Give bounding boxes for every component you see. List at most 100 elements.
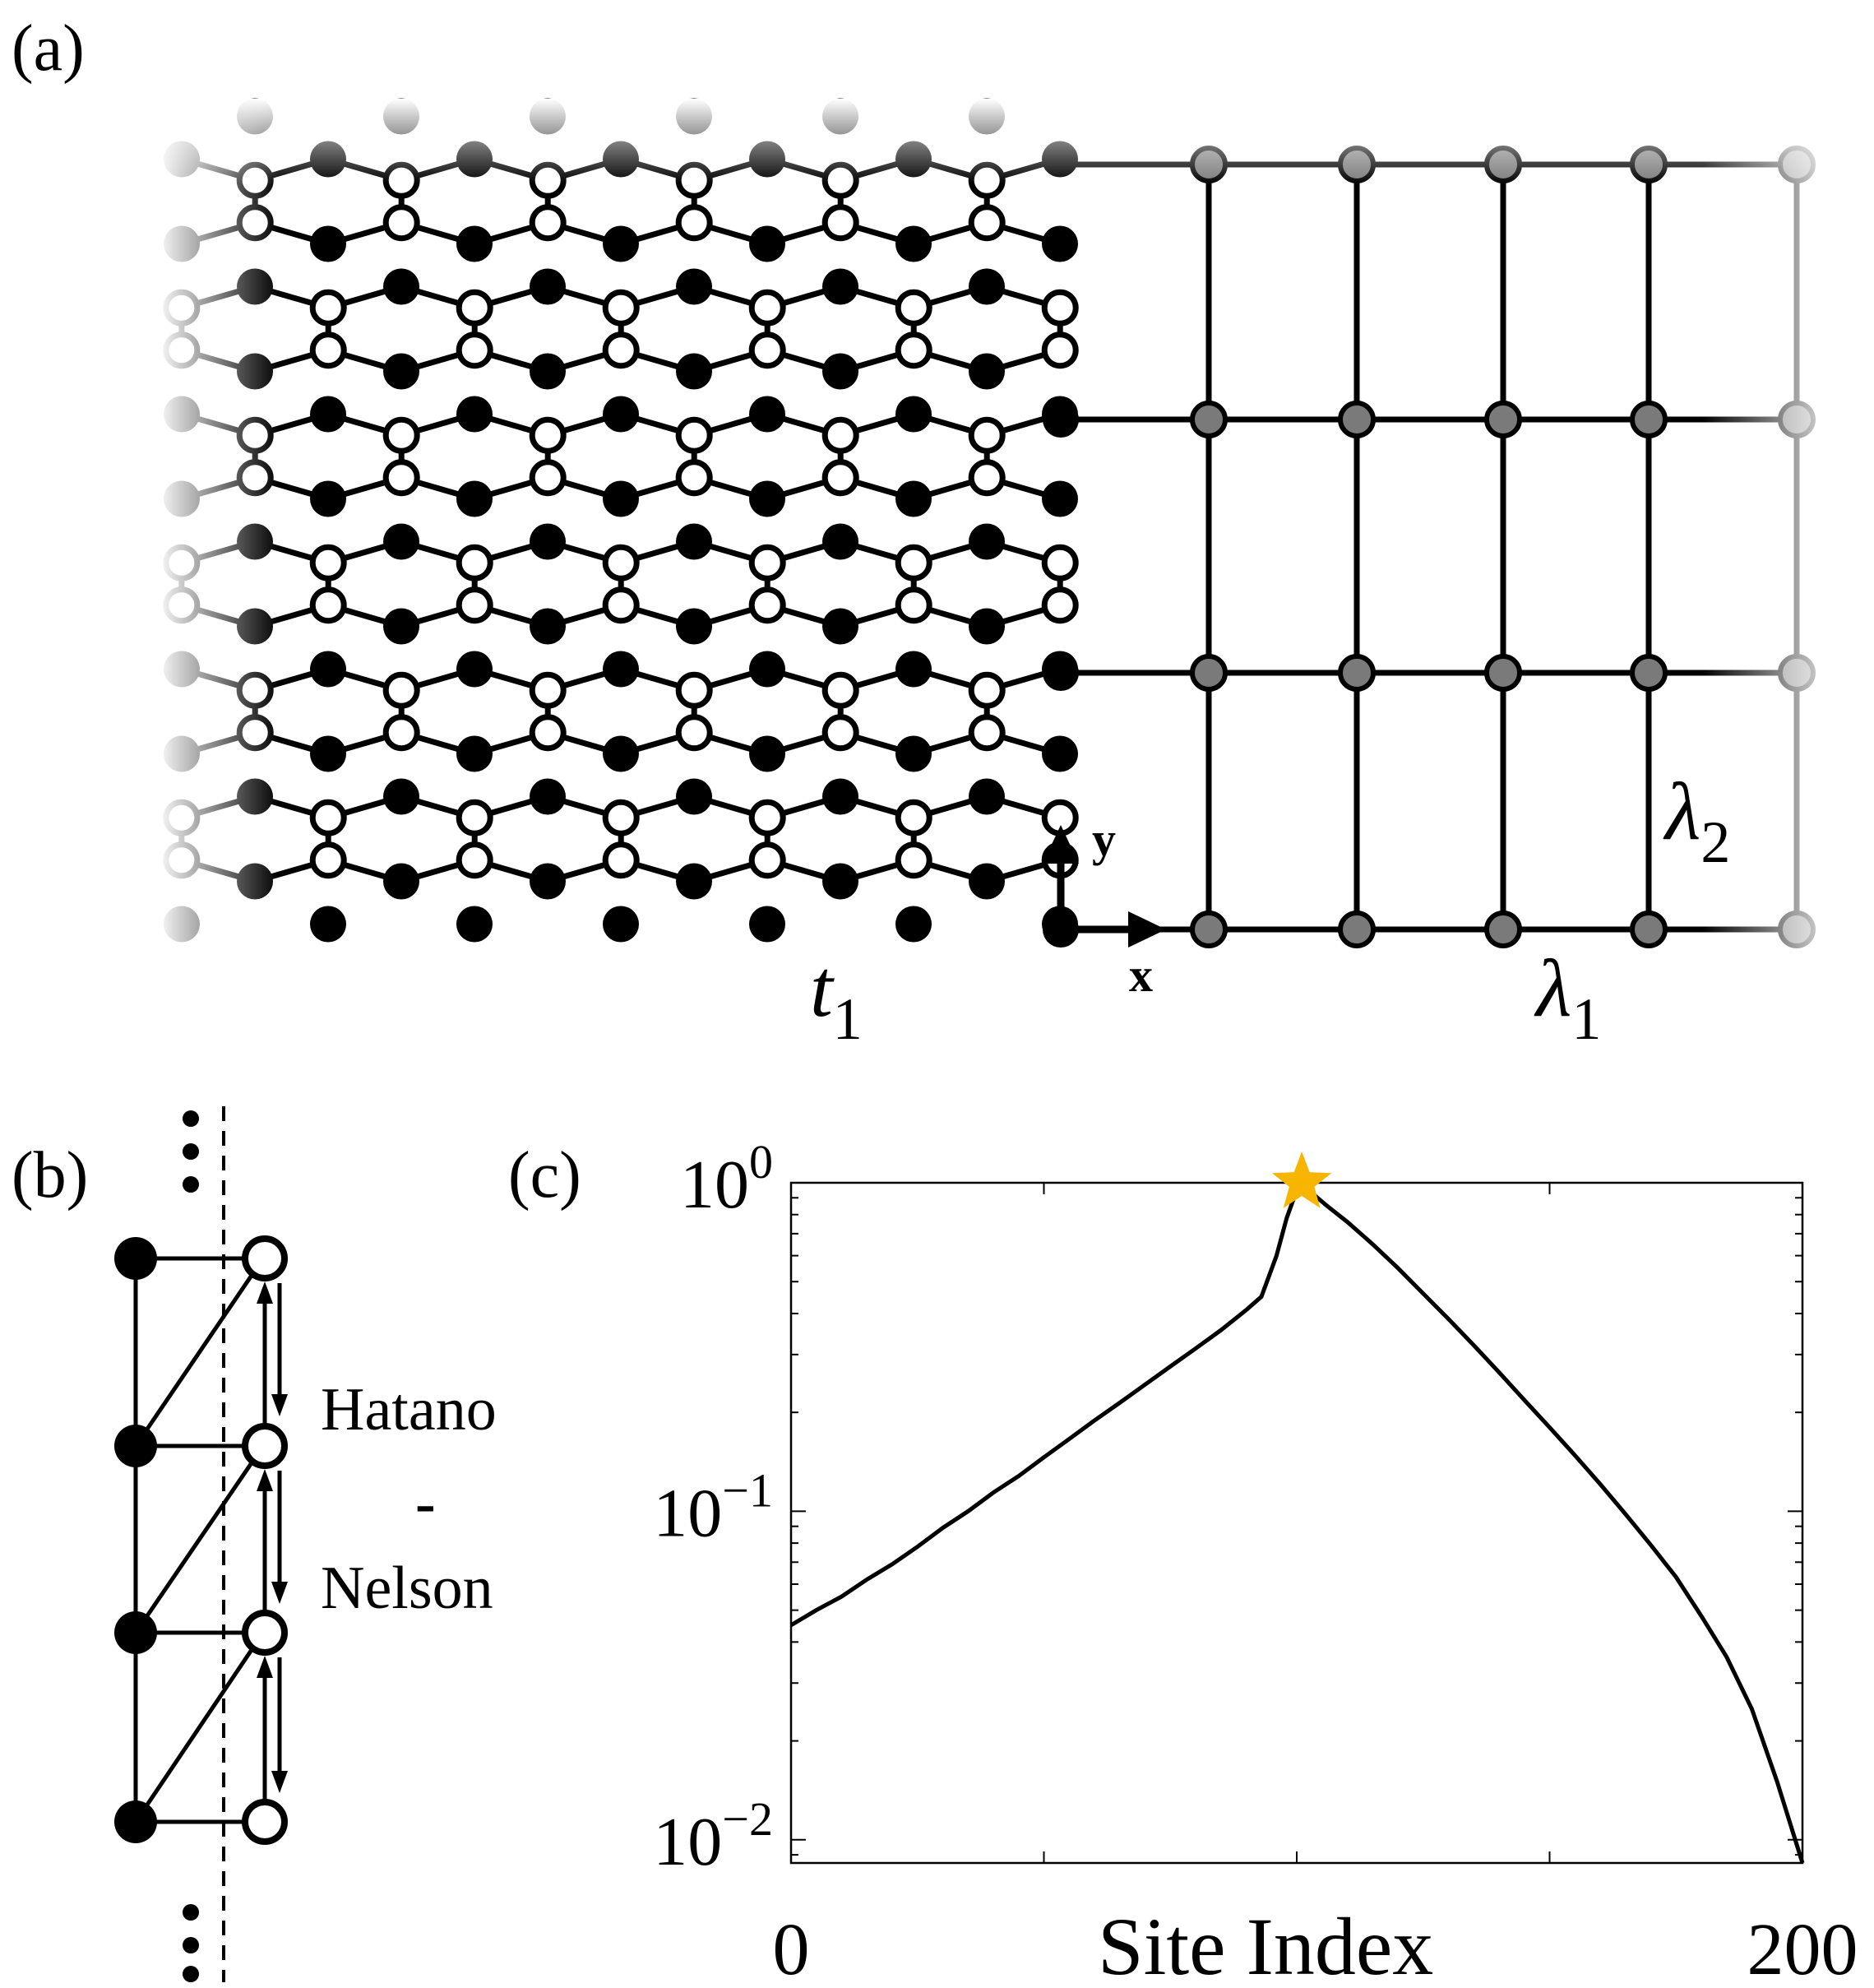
diagonal-hop-line — [133, 1257, 266, 1448]
open-site — [748, 799, 786, 836]
axis-ticks — [791, 1182, 1802, 1863]
open-site — [456, 841, 493, 879]
filled-site — [310, 225, 346, 262]
open-site — [309, 841, 347, 879]
up-arrow-icon — [257, 1656, 273, 1678]
right-fade — [1702, 99, 1850, 954]
filled-site — [749, 225, 785, 262]
filled-site — [822, 778, 858, 815]
filled-site — [676, 268, 712, 305]
filled-site — [895, 735, 932, 772]
open-site — [242, 1610, 288, 1656]
open-site — [968, 416, 1006, 454]
series-line — [789, 1179, 1805, 1864]
open-site — [675, 459, 713, 497]
filled-site — [676, 608, 712, 645]
open-site — [382, 671, 420, 709]
open-site — [242, 1799, 288, 1845]
square-site — [1484, 401, 1522, 438]
open-site — [895, 331, 932, 369]
open-site — [242, 1423, 288, 1469]
lambda1-label: λ1 — [1534, 943, 1601, 1052]
open-site — [529, 671, 567, 709]
open-site — [748, 331, 786, 369]
filled-site — [822, 353, 858, 390]
up-arrow-icon — [257, 1281, 273, 1304]
open-site — [529, 416, 567, 454]
open-site — [748, 586, 786, 624]
filled-site — [456, 225, 493, 262]
open-site — [309, 289, 347, 327]
filled-site — [530, 523, 566, 560]
lambda2-subscript: 2 — [1700, 809, 1730, 875]
filled-site — [310, 735, 346, 772]
ellipsis-dot — [183, 1966, 199, 1982]
filled-site — [822, 268, 858, 305]
square-site — [1484, 654, 1522, 692]
filled-site — [530, 268, 566, 305]
filled-site — [456, 735, 493, 772]
panel-a-label: (a) — [12, 12, 85, 85]
filled-site — [749, 480, 785, 517]
filled-site — [383, 268, 419, 305]
hatano-nelson-arrows — [257, 1281, 288, 1801]
lambda2-symbol: λ — [1663, 766, 1700, 857]
open-site — [895, 544, 932, 582]
ellipsis-dot — [183, 1937, 199, 1953]
filled-site — [969, 523, 1005, 560]
filled-site — [676, 778, 712, 815]
open-site — [456, 586, 493, 624]
nelson-text: Nelson — [321, 1555, 493, 1622]
ellipsis-dot — [183, 1143, 199, 1160]
open-site — [675, 671, 713, 709]
open-site — [968, 459, 1006, 497]
filled-site — [895, 396, 932, 433]
open-site — [456, 544, 493, 582]
open-site — [382, 714, 420, 752]
square-lattice-bonds — [1061, 161, 1809, 933]
open-site — [1041, 544, 1079, 582]
interface-site — [1043, 655, 1079, 691]
axis-y-label: y — [1092, 813, 1116, 866]
filled-site — [969, 353, 1005, 390]
filled-site — [310, 480, 346, 517]
filled-site — [969, 863, 1005, 900]
y-arrowhead-icon — [1043, 825, 1079, 864]
open-site — [456, 799, 493, 836]
square-site — [1630, 654, 1668, 692]
filled-site — [530, 778, 566, 815]
open-site — [895, 799, 932, 836]
open-site — [675, 714, 713, 752]
filled-site — [530, 353, 566, 390]
filled-site — [383, 353, 419, 390]
interface-site — [1043, 401, 1079, 438]
panel-c-label: (c) — [508, 1139, 581, 1212]
t1-symbol: t — [810, 943, 835, 1034]
filled-site — [603, 651, 639, 688]
open-site — [602, 289, 640, 327]
filled-site — [383, 778, 419, 815]
open-site — [529, 204, 567, 242]
filled-site — [456, 396, 493, 433]
square-site — [1338, 654, 1376, 692]
diagonal-hop-line — [133, 1631, 266, 1823]
filled-site — [895, 906, 932, 943]
square-site — [1190, 911, 1228, 948]
honeycomb-bonds — [178, 156, 1063, 884]
hyphen-text: - — [415, 1470, 436, 1537]
filled-site — [822, 608, 858, 645]
t1-label: t1 — [810, 943, 863, 1052]
open-site — [309, 799, 347, 836]
lambda1-symbol: λ — [1534, 943, 1571, 1034]
filled-site — [822, 523, 858, 560]
filled-site — [114, 1425, 157, 1467]
filled-site — [822, 863, 858, 900]
filled-site — [969, 778, 1005, 815]
up-arrow-icon — [257, 1469, 273, 1491]
open-site — [968, 204, 1006, 242]
open-site — [382, 416, 420, 454]
filled-site — [749, 396, 785, 433]
open-site — [382, 204, 420, 242]
